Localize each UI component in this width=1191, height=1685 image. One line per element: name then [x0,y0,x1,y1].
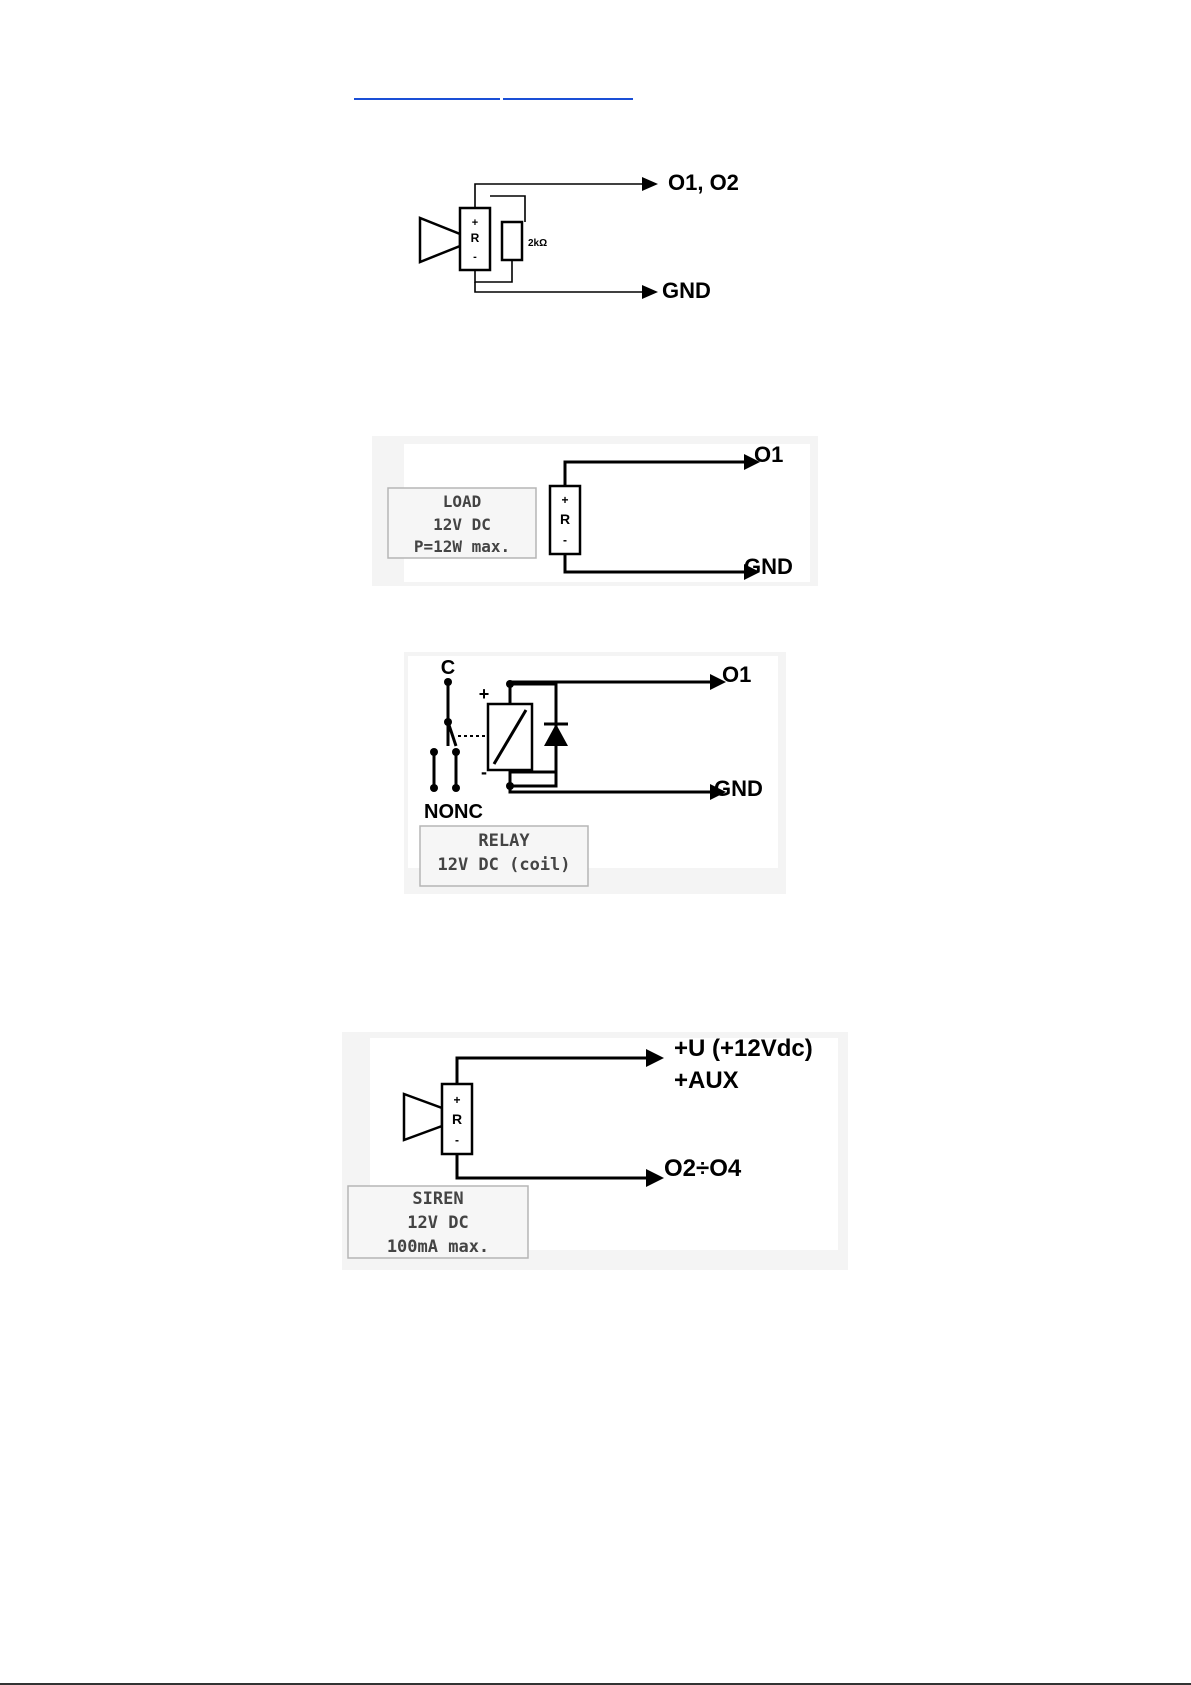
relay-contact-c: C [441,657,455,679]
diagram-relay: C NO NC + - O1 GND RELAY 12V DC (coil) [404,652,786,894]
load-label-line1: LOAD [443,492,482,511]
load-label-line2: 12V DC [433,515,491,534]
relay-label-line2: 12V DC (coil) [437,855,570,875]
load-element-minus: - [563,533,567,547]
coil-plus-sign: + [479,684,490,704]
load-element-plus: + [561,493,568,507]
relay-contact-no: NO [424,801,454,823]
coil-minus-sign: - [481,762,487,782]
siren-label-line1: SIREN [412,1189,463,1209]
diagram-load: LOAD 12V DC P=12W max. + R - O1 GND [372,436,818,586]
terminal-o1-o2: O1, O2 [668,170,739,195]
speaker-icon [420,218,460,262]
siren-element-letter: R [452,1111,462,1127]
resistor-label: 2kΩ [528,238,547,249]
top-link-2[interactable] [503,78,633,100]
load-terminal-gnd: GND [744,554,793,579]
siren-terminal-u: +U (+12Vdc) [674,1035,813,1062]
relay-terminal-gnd: GND [714,776,763,801]
relay-contact-nc: NC [454,801,483,823]
siren-terminal-o2-o4: O2÷O4 [664,1155,742,1182]
siren-element-minus: - [455,1133,459,1147]
arrow-top-icon [642,177,658,191]
resistor-2k [502,222,522,260]
element-plus-sign: + [472,217,478,229]
terminal-gnd: GND [662,278,711,303]
diagram-siren-resistor: + R - 2kΩ O1, O2 GND [410,160,770,310]
load-element-letter: R [560,511,570,527]
siren-label-line2: 12V DC [407,1213,468,1233]
element-letter: R [471,231,480,245]
relay-label-line1: RELAY [478,831,530,851]
load-label-line3: P=12W max. [414,537,510,556]
diagram-siren: + R - +U (+12Vdc) +AUX O2÷O4 SIREN 12V D… [342,1032,848,1270]
siren-label-line3: 100mA max. [387,1237,489,1257]
element-minus-sign: - [473,251,477,263]
siren-element-plus: + [453,1093,460,1107]
arrow-bottom-icon [642,285,658,299]
siren-terminal-aux: +AUX [674,1067,739,1094]
relay-terminal-o1: O1 [722,662,751,687]
top-link-1[interactable] [354,78,500,100]
load-terminal-o1: O1 [754,442,783,467]
